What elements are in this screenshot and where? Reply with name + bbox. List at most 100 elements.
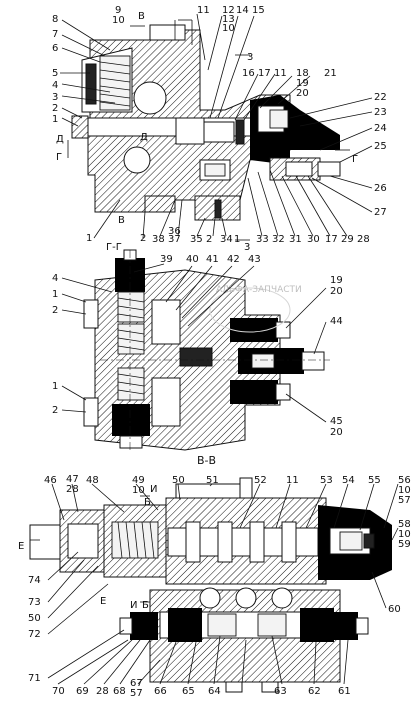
mid-callout-4: 4 — [52, 273, 58, 284]
mid-callout-2b: 2 — [52, 405, 58, 416]
mid-callout-20b: 20 — [330, 427, 343, 438]
callout-23: 23 — [374, 107, 387, 118]
callout-28: 28 — [357, 234, 370, 245]
bot-callout-47: 47 — [66, 474, 79, 485]
bot-callout-67: 67 — [130, 678, 143, 689]
callout-36: 36 — [168, 226, 181, 237]
mid-flange-bottom — [83, 397, 99, 427]
mid-right-spring — [251, 353, 275, 369]
top-leaders — [60, 13, 373, 239]
section-title-gg: Г-Г — [106, 242, 122, 253]
bot-callout-65: 65 — [182, 686, 195, 697]
callout-30: 30 — [307, 234, 320, 245]
mid-callout-2a: 2 — [52, 305, 58, 316]
bot-callout-74: 74 — [28, 575, 41, 586]
section-mark-v-top: В — [138, 11, 145, 22]
bot-callout-51: 51 — [206, 475, 219, 486]
callout-22: 22 — [374, 92, 387, 103]
bot-foot-a — [225, 681, 243, 693]
bot-left-bore — [67, 523, 99, 559]
callout-3: 3 — [52, 92, 58, 103]
bot-callout-28a: 28 — [66, 484, 79, 495]
bot-callout-62: 62 — [308, 686, 321, 697]
bot-callout-55: 55 — [368, 475, 381, 486]
top-outlet-end — [317, 161, 341, 177]
bot-lower-spring-b — [257, 613, 287, 637]
callout-9: 9 — [115, 5, 121, 16]
mid-callout-42: 42 — [227, 254, 240, 265]
callout-2b-bottom: 2 — [206, 234, 212, 245]
middle-view: АЛЬФА-ЗАПЧАСТИ — [83, 249, 330, 452]
bot-callout-54: 54 — [342, 475, 355, 486]
bot-section-i-top: И — [150, 484, 157, 495]
bot-port-a — [199, 587, 221, 609]
top-view — [67, 19, 350, 241]
callout-1-bottom: 1 — [86, 233, 92, 244]
bot-callout-10c: 10 — [398, 529, 411, 540]
bot-lower-spring-a — [207, 613, 237, 637]
mid-spool-bottom — [151, 377, 181, 427]
bot-callout-64: 64 — [208, 686, 221, 697]
callout-34: 34 — [220, 234, 233, 245]
callout-17b: 17 — [325, 234, 338, 245]
bot-callout-73: 73 — [28, 597, 41, 608]
mid-bottom-valve — [112, 404, 150, 436]
watermark-ring — [209, 287, 291, 333]
callout-2: 2 — [52, 103, 58, 114]
top-lower-spring — [204, 163, 226, 177]
callout-27: 27 — [374, 207, 387, 218]
callout-11a: 11 — [197, 5, 210, 16]
mid-right-cap-top — [275, 321, 291, 339]
top-outlet-spool — [285, 161, 313, 177]
bottom-labels: 46 47 28 48 49 10 50 51 52 11 53 54 55 5… — [18, 474, 411, 699]
mid-callout-41: 41 — [206, 254, 219, 265]
callout-25: 25 — [374, 141, 387, 152]
callout-10a: 10 — [112, 15, 125, 26]
top-spool-b — [203, 121, 235, 143]
callout-2-bottom: 2 — [140, 233, 146, 244]
bottom-leaders — [47, 483, 399, 685]
bottom-view — [29, 477, 392, 693]
mid-callout-20a: 20 — [330, 286, 343, 297]
bot-land-2 — [217, 521, 233, 563]
section-mark-d: Д — [56, 134, 64, 145]
callout-10b: 10 — [222, 23, 235, 34]
callout-1b-bottom: 1 — [234, 234, 240, 245]
bot-callout-10a: 10 — [132, 485, 145, 496]
bot-land-3 — [249, 521, 265, 563]
callout-26: 26 — [374, 183, 387, 194]
callout-37: 37 — [168, 234, 181, 245]
bot-top-stud — [239, 477, 253, 499]
mid-right-cap-mid — [301, 351, 325, 371]
top-seal — [85, 63, 97, 105]
bot-right-spring — [339, 531, 363, 551]
top-bore — [133, 81, 167, 115]
top-spool-a — [175, 117, 205, 145]
callout-5: 5 — [52, 68, 58, 79]
bot-callout-70: 70 — [52, 686, 65, 697]
top-port — [123, 146, 151, 174]
section-mark-3-top: 3 — [247, 52, 253, 63]
callout-32: 32 — [272, 234, 285, 245]
bot-callout-11: 11 — [286, 475, 299, 486]
section-mark-3-bottom: 3 — [244, 242, 250, 253]
bot-callout-52: 52 — [254, 475, 267, 486]
bot-callout-68: 68 — [113, 686, 126, 697]
mid-center-spring — [117, 323, 145, 355]
bot-callout-58: 58 — [398, 519, 411, 530]
bot-left-coils — [117, 521, 155, 559]
mid-callout-39: 39 — [160, 254, 173, 265]
section-mark-g-left: Г — [56, 152, 62, 163]
mid-right-valve-top — [230, 318, 278, 342]
middle-leaders — [61, 263, 327, 423]
mid-callout-40: 40 — [186, 254, 199, 265]
bot-callout-49: 49 — [132, 475, 145, 486]
callout-8: 8 — [52, 14, 58, 25]
callout-13: 13 — [222, 14, 235, 25]
watermark-text: АЛЬФА-ЗАПЧАСТИ — [216, 285, 302, 295]
mid-right-cap-bottom — [275, 383, 291, 401]
bot-callout-48: 48 — [86, 475, 99, 486]
mid-callout-1a: 1 — [52, 289, 58, 300]
bot-callout-72: 72 — [28, 629, 41, 640]
